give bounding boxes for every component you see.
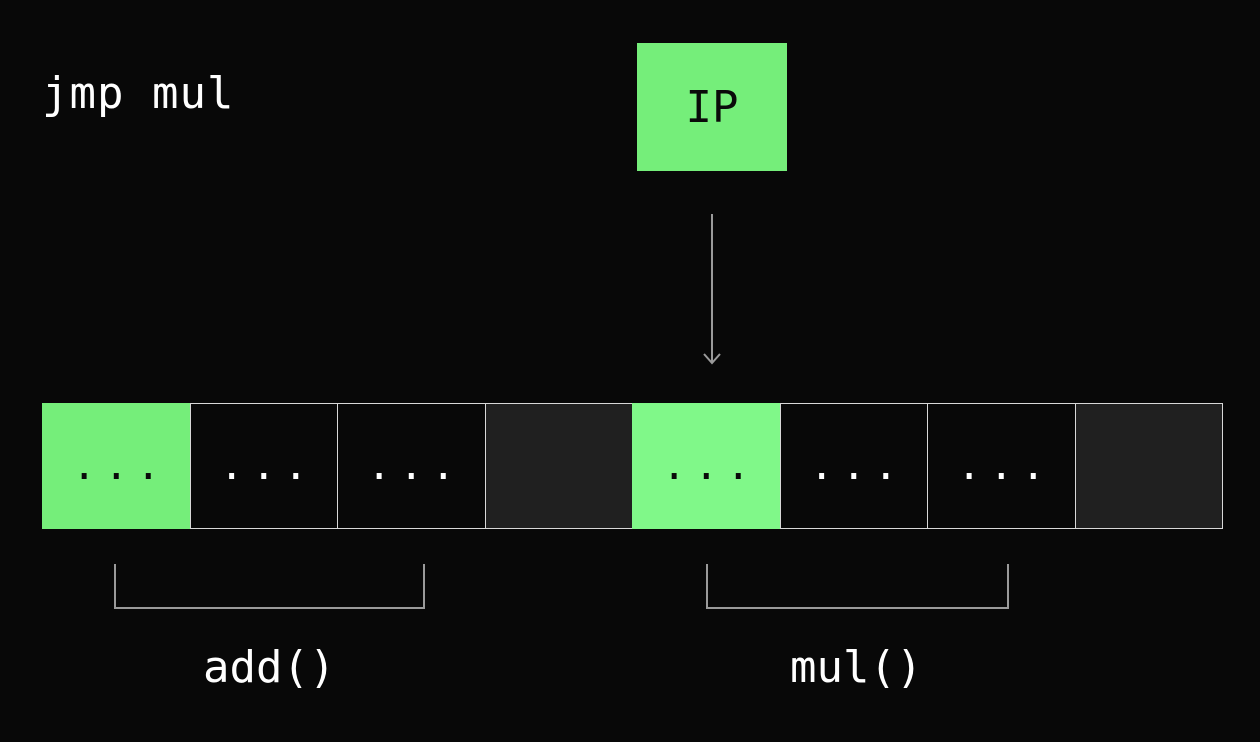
add-bracket	[114, 564, 425, 609]
function-brackets	[114, 564, 1009, 609]
memory-cell-2: ...	[189, 403, 338, 529]
pointer-arrow-icon	[703, 214, 721, 365]
instruction-pointer-register: IP	[637, 43, 787, 171]
memory-cell-3-text: ...	[367, 443, 464, 489]
ip-label: IP	[685, 81, 739, 133]
memory-cell-2-text: ...	[219, 443, 316, 489]
memory-cell-6-text: ...	[809, 443, 906, 489]
memory-cell-5-text: ...	[662, 443, 759, 489]
memory-cell-3: ...	[337, 403, 486, 529]
mul-function-label: mul()	[790, 642, 923, 693]
memory-cell-7-text: ...	[957, 443, 1054, 489]
memory-cell-8	[1074, 403, 1223, 529]
memory-cell-4	[484, 403, 633, 529]
mul-bracket	[706, 564, 1009, 609]
memory-cell-7: ...	[927, 403, 1076, 529]
memory-cell-6: ...	[779, 403, 928, 529]
instruction-text: jmp mul	[42, 68, 235, 119]
add-function-label: add()	[203, 642, 336, 693]
memory-cell-5: ...	[632, 403, 781, 529]
memory-strip: ... ... ... ... ... ...	[42, 403, 1230, 529]
memory-cell-1-text: ...	[72, 443, 169, 489]
memory-cell-1: ...	[42, 403, 191, 529]
